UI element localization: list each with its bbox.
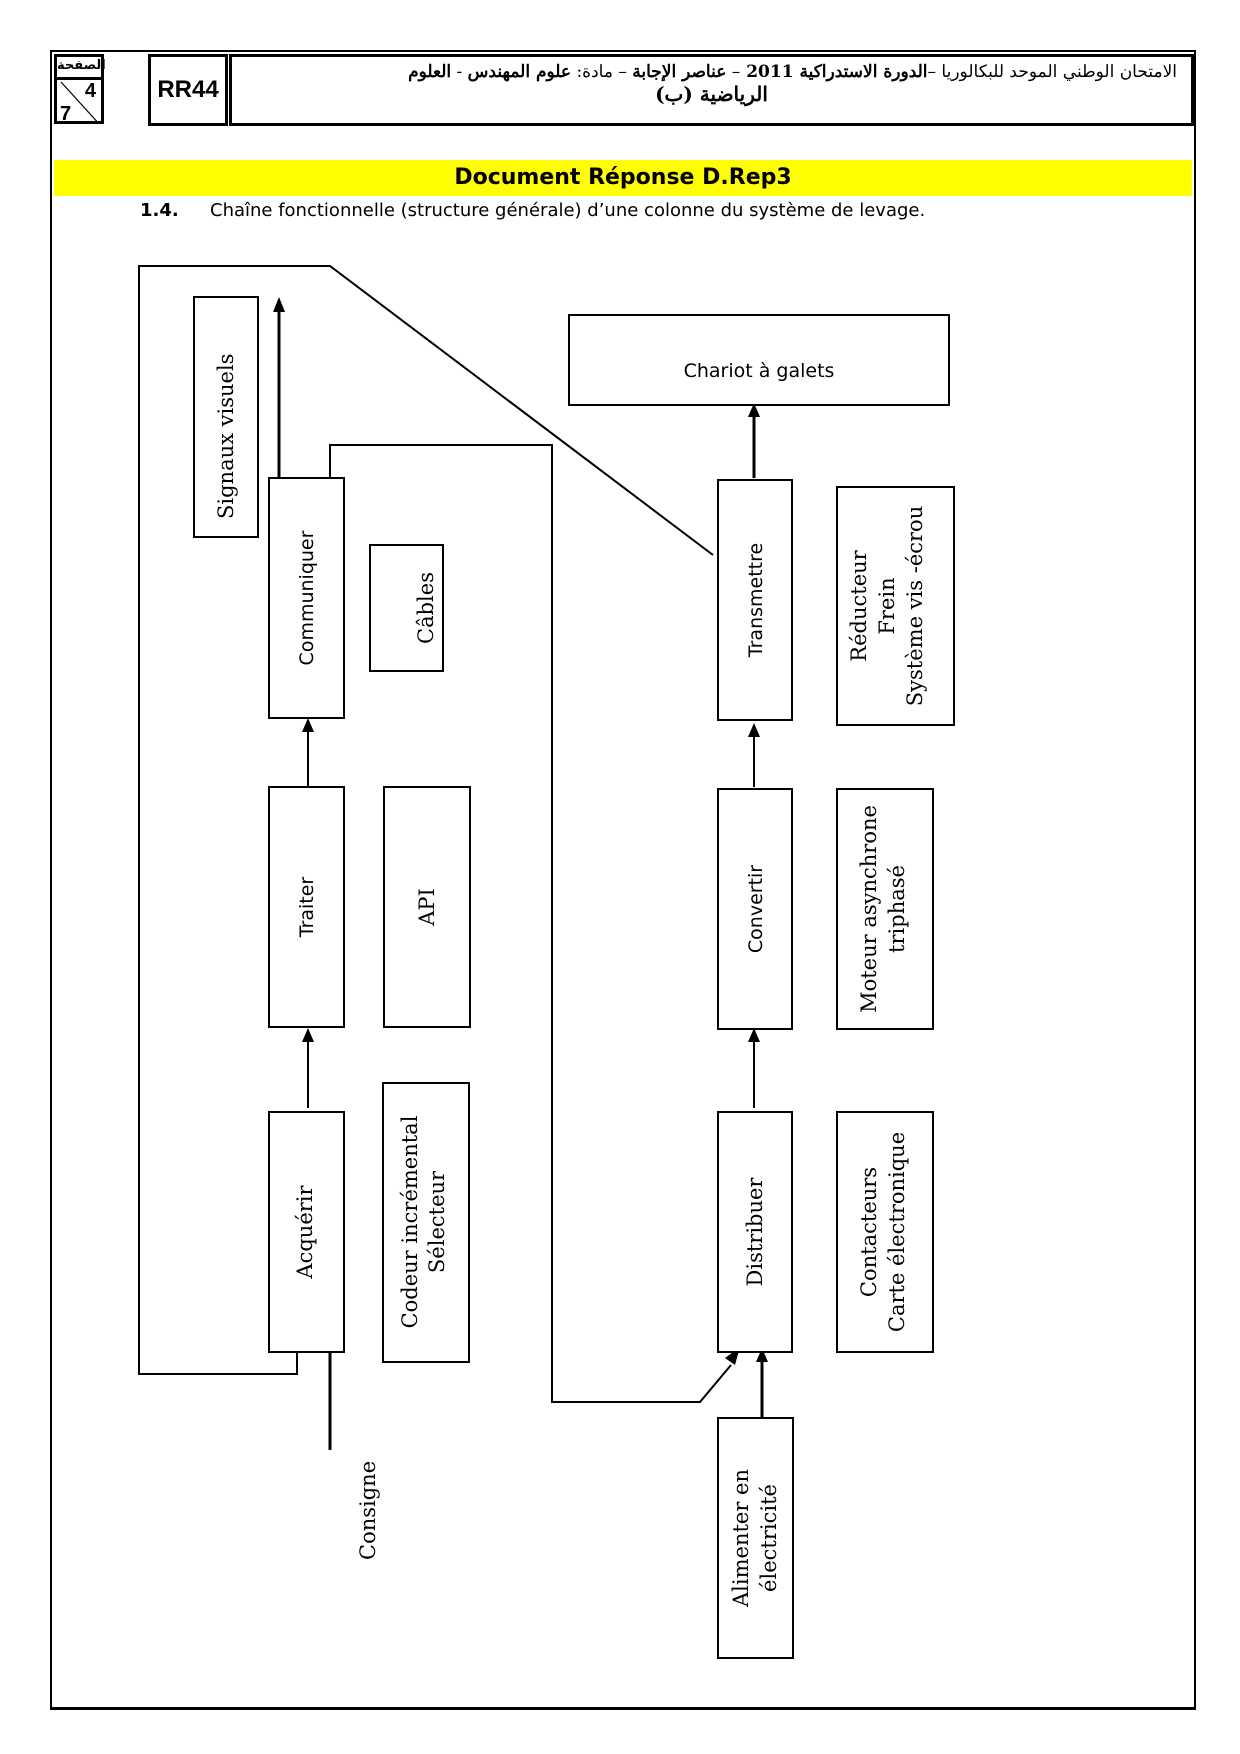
arrowhead <box>748 723 760 737</box>
exam-title-part: الامتحان الوطني الموحد للبكالوريا – <box>927 62 1177 82</box>
component-api <box>383 786 471 1028</box>
component-cables <box>369 544 444 672</box>
feedback-wire <box>138 265 714 1375</box>
component-acquerir-line2: Sélecteur <box>425 1170 449 1273</box>
arrowhead <box>302 1028 314 1042</box>
signals-arrowhead <box>273 297 285 312</box>
arrowhead <box>748 403 760 417</box>
component-distribuer <box>836 1111 934 1353</box>
component-convertir-line2: triphasé <box>885 865 909 953</box>
component-cables-label: Câbles <box>414 572 438 644</box>
block-distribuer <box>717 1111 793 1353</box>
block-acquerir-label: Acquérir <box>293 1184 317 1279</box>
block-alimenter-line2: électricité <box>757 1484 781 1592</box>
block-convertir-label: Convertir <box>745 865 767 953</box>
page-current: 4 <box>84 80 96 102</box>
exam-title: الامتحان الوطني الموحد للبكالوريا –الدور… <box>229 54 1194 126</box>
consigne-label: Consigne <box>356 1461 380 1560</box>
component-api-label: API <box>415 888 439 927</box>
effector-chariot-label: Chariot à galets <box>684 360 835 382</box>
exam-title-part: - <box>451 62 468 82</box>
block-alimenter <box>717 1417 794 1659</box>
page-divider-diagonal <box>60 81 100 124</box>
component-distribuer-line2: Carte électronique <box>885 1132 909 1332</box>
block-traiter-label: Traiter <box>296 877 318 939</box>
component-transmettre-line3: Système vis -écrou <box>903 506 927 706</box>
page-total: 7 <box>60 103 72 125</box>
page-frame <box>50 50 1196 1710</box>
effector-chariot <box>568 314 950 406</box>
component-acquerir <box>382 1082 470 1363</box>
block-traiter <box>268 786 345 1028</box>
block-distribuer-label: Distribuer <box>743 1177 767 1287</box>
component-convertir-line1: Moteur asynchrone <box>857 805 881 1013</box>
exam-title-part: 2011 <box>740 62 800 82</box>
component-convertir <box>836 788 934 1030</box>
exam-title-line2: الرياضية (ب) <box>655 82 768 106</box>
signals-box <box>193 296 259 538</box>
block-transmettre <box>717 479 793 721</box>
component-transmettre-line1: Réducteur <box>847 549 871 661</box>
arrowhead <box>756 1348 768 1362</box>
component-distribuer-line1: Contacteurs <box>857 1167 881 1297</box>
block-communiquer <box>268 477 345 719</box>
component-transmettre <box>836 486 955 726</box>
signals-label: Signaux visuels <box>214 354 238 519</box>
question-number: 1.4. <box>140 200 179 221</box>
question-text: Chaîne fonctionnelle (structure générale… <box>210 200 926 221</box>
block-convertir <box>717 788 793 1030</box>
exam-title-part: – مادة: <box>571 62 633 82</box>
exam-title-part: عناصر الإجابة <box>632 62 727 82</box>
block-acquerir <box>268 1111 345 1353</box>
block-communiquer-label: Communiquer <box>296 530 318 665</box>
exam-title-line1: الامتحان الوطني الموحد للبكالوريا –الدور… <box>246 61 1177 83</box>
arrowhead <box>302 718 314 732</box>
exam-code: RR44 <box>148 54 228 126</box>
block-alimenter-line1: Alimenter en <box>729 1469 753 1608</box>
exam-title-part: علوم المهندس <box>467 62 572 82</box>
exam-title-part: – <box>726 62 741 82</box>
order-wire <box>329 444 732 1403</box>
page-number-box: الصفحة 4 7 <box>54 54 106 125</box>
document-banner: Document Réponse D.Rep3 <box>54 160 1192 196</box>
question: 1.4. Chaîne fonctionnelle (structure géné… <box>140 200 925 221</box>
component-transmettre-line2: Frein <box>875 577 899 634</box>
block-transmettre-label: Transmettre <box>745 543 767 658</box>
component-acquerir-line1: Codeur incrémental <box>398 1115 422 1328</box>
exam-title-part: الدورة الاستدراكية <box>799 62 928 82</box>
exam-title-part: العلوم <box>408 62 452 82</box>
page-label: الصفحة <box>57 57 106 80</box>
arrowhead <box>748 1028 760 1042</box>
